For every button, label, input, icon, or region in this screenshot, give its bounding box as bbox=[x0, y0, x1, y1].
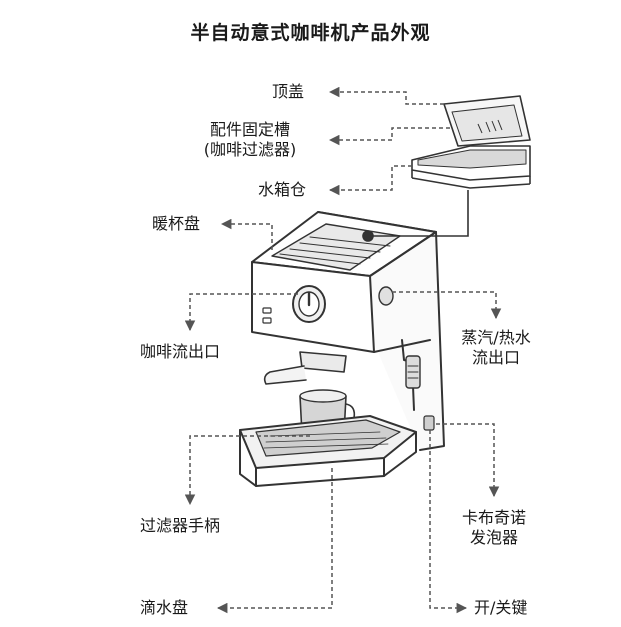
top-cover-illustration bbox=[443, 95, 531, 147]
label-power-switch: 开/关键 bbox=[474, 598, 528, 617]
label-steam-outlet-line2: 流出口 bbox=[471, 348, 520, 367]
label-cappuccino-line2: 发泡器 bbox=[469, 528, 518, 547]
leader-filter-handle bbox=[184, 435, 310, 506]
leader-water-tank bbox=[328, 165, 412, 196]
connector-line bbox=[362, 190, 469, 242]
label-drip-tray: 滴水盘 bbox=[140, 598, 189, 617]
leader-cup-warmer bbox=[220, 218, 273, 250]
label-cup-warmer: 暖杯盘 bbox=[152, 214, 201, 233]
label-accessory-slot-line1: 配件固定槽 bbox=[209, 120, 290, 139]
leader-top-cover bbox=[328, 86, 444, 105]
leader-drip-tray bbox=[216, 468, 333, 614]
label-filter-handle: 过滤器手柄 bbox=[140, 516, 221, 535]
diagram-title: 半自动意式咖啡机产品外观 bbox=[190, 22, 431, 44]
label-water-tank: 水箱仓 bbox=[258, 180, 307, 199]
leader-accessory-slot bbox=[328, 127, 450, 146]
label-top-cover: 顶盖 bbox=[272, 82, 305, 101]
label-cappuccino-line1: 卡布奇诺 bbox=[461, 508, 526, 527]
leader-coffee-outlet bbox=[184, 293, 298, 332]
leader-power-switch bbox=[429, 430, 468, 614]
label-cappuccino: 卡布奇诺 发泡器 bbox=[452, 508, 536, 548]
leader-steam-outlet bbox=[392, 291, 502, 320]
label-accessory-slot: 配件固定槽 (咖啡过滤器) bbox=[188, 120, 312, 160]
label-accessory-slot-line2: (咖啡过滤器) bbox=[203, 140, 297, 159]
label-steam-outlet: 蒸汽/热水 流出口 bbox=[448, 328, 544, 368]
machine-body-illustration bbox=[239, 211, 445, 487]
label-steam-outlet-line1: 蒸汽/热水 bbox=[461, 328, 531, 347]
water-tank-unit-illustration bbox=[411, 145, 531, 189]
leader-cappuccino bbox=[436, 423, 500, 498]
label-coffee-outlet: 咖啡流出口 bbox=[140, 342, 221, 361]
